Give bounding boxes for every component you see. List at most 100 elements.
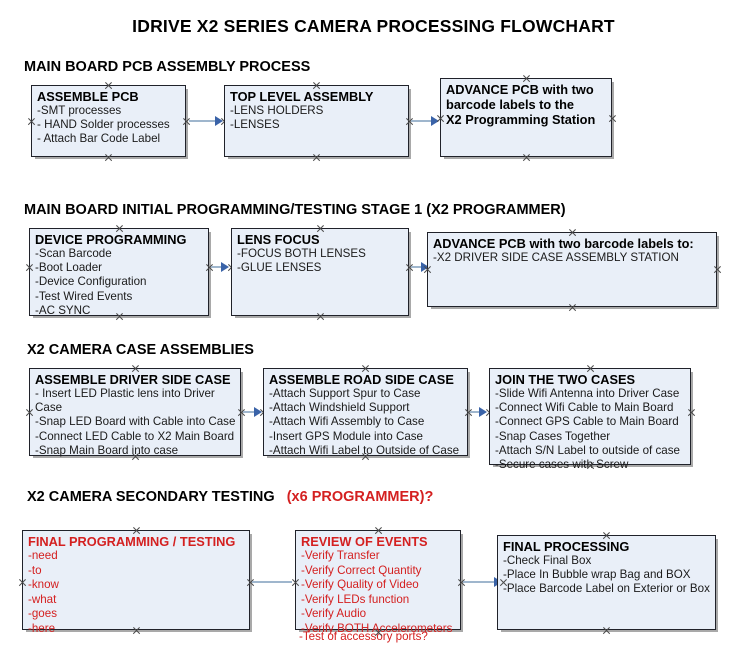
connector-review-to-final-processing[interactable] xyxy=(463,581,497,583)
box-line: -Attach Support Spur to Case xyxy=(269,387,421,400)
box-line: -LENSES xyxy=(230,118,280,132)
selection-handle[interactable] xyxy=(713,265,722,274)
box-line: -Verify Audio xyxy=(301,607,367,621)
selection-handle[interactable] xyxy=(27,117,36,126)
box-title: DEVICE PROGRAMMING xyxy=(35,232,187,247)
box-advance-pcb-programming-station[interactable]: ADVANCE PCB with two barcode labels to t… xyxy=(440,78,612,157)
selection-handle[interactable] xyxy=(586,364,595,373)
selection-handle[interactable] xyxy=(586,461,595,470)
selection-handle[interactable] xyxy=(436,114,445,123)
box-line: -Attach Wifi Label to Outside of Case xyxy=(269,443,460,457)
box-assemble-driver-side-case[interactable]: ASSEMBLE DRIVER SIDE CASE - Insert LED P… xyxy=(29,368,241,457)
box-title: ADVANCE PCB with two xyxy=(446,82,594,97)
box-title: TOP LEVEL ASSEMBLY xyxy=(230,89,374,104)
box-lens-focus[interactable]: LENS FOCUS -FOCUS BOTH LENSES -GLUE LENS… xyxy=(231,228,409,316)
box-final-programming-testing[interactable]: FINAL PROGRAMMING / TESTING -need -to -k… xyxy=(22,530,250,635)
selection-handle[interactable] xyxy=(522,74,531,83)
box-line: -Verify LEDs function xyxy=(301,592,410,606)
selection-handle[interactable] xyxy=(131,364,140,373)
connector-final-programming-to-review[interactable] xyxy=(252,581,292,583)
box-line: -Connect Wifi Cable to Main Board xyxy=(495,401,674,415)
connector-top-level-to-advance-pcb[interactable] xyxy=(411,120,433,122)
selection-handle[interactable] xyxy=(568,303,577,312)
box-line: -Device Configuration xyxy=(35,275,147,289)
box-line: -Test Wired Events xyxy=(35,289,133,303)
box-overflow-line: -Test of accessory ports? xyxy=(299,630,428,643)
selection-handle[interactable] xyxy=(602,626,611,635)
box-title: ASSEMBLE PCB xyxy=(37,89,139,104)
box-line: -Slide Wifi Antenna into Driver Case xyxy=(495,387,680,400)
selection-handle[interactable] xyxy=(499,578,508,587)
selection-handle[interactable] xyxy=(316,312,325,321)
box-line: -Check Final Box xyxy=(503,554,592,567)
arrowhead-icon xyxy=(221,262,229,272)
connector-driver-case-to-road-case[interactable] xyxy=(243,411,257,413)
selection-handle[interactable] xyxy=(374,526,383,535)
box-line: -goes xyxy=(28,607,58,621)
connector-assemble-pcb-to-top-level[interactable] xyxy=(189,120,217,122)
selection-handle[interactable] xyxy=(312,153,321,162)
box-advance-pcb-driver-side[interactable]: ADVANCE PCB with two barcode labels to: … xyxy=(427,232,717,307)
selection-handle[interactable] xyxy=(316,224,325,233)
box-line: -AC SYNC xyxy=(35,303,91,317)
selection-handle[interactable] xyxy=(361,452,370,461)
box-line: -Place In Bubble wrap Bag and BOX xyxy=(503,568,691,582)
box-line: -GLUE LENSES xyxy=(237,261,322,275)
selection-handle[interactable] xyxy=(25,263,34,272)
section-heading-red-text: (x6 PROGRAMMER)? xyxy=(286,489,434,505)
selection-handle[interactable] xyxy=(132,526,141,535)
box-title: REVIEW OF EVENTS xyxy=(301,534,428,549)
box-device-programming[interactable]: DEVICE PROGRAMMING -Scan Barcode -Boot L… xyxy=(29,228,209,317)
box-line: -need xyxy=(28,549,58,562)
box-line: -Attach S/N Label to outside of case xyxy=(495,443,680,457)
selection-handle[interactable] xyxy=(25,408,34,417)
box-line: - Attach Bar Code Label xyxy=(37,132,161,146)
box-line: -Snap Cases Together xyxy=(495,429,611,443)
selection-handle[interactable] xyxy=(522,153,531,162)
selection-handle[interactable] xyxy=(602,531,611,540)
box-assemble-road-side-case[interactable]: ASSEMBLE ROAD SIDE CASE -Attach Support … xyxy=(263,368,468,457)
box-line: - Insert LED Plastic lens into Driver Ca… xyxy=(35,387,215,415)
box-line: -Attach Wifi Assembly to Case xyxy=(269,415,425,429)
selection-handle[interactable] xyxy=(687,408,696,417)
section-heading-main-board-pcb-assembly: MAIN BOARD PCB ASSEMBLY PROCESS xyxy=(24,59,310,75)
selection-handle[interactable] xyxy=(115,224,124,233)
selection-handle[interactable] xyxy=(423,265,432,274)
selection-handle[interactable] xyxy=(568,228,577,237)
section-heading-x2-camera-case-assemblies: X2 CAMERA CASE ASSEMBLIES xyxy=(27,342,254,358)
box-line: -FOCUS BOTH LENSES xyxy=(237,247,366,260)
connector-road-case-to-join-cases[interactable] xyxy=(470,411,482,413)
box-line: -Verify Transfer xyxy=(301,549,380,562)
box-assemble-pcb[interactable]: ASSEMBLE PCB -SMT processes - HAND Solde… xyxy=(31,85,186,157)
selection-handle[interactable] xyxy=(115,312,124,321)
box-line: -X2 DRIVER SIDE CASE ASSEMBLY STATION xyxy=(433,251,679,264)
box-line: -Snap LED Board with Cable into Case xyxy=(35,415,236,429)
selection-handle[interactable] xyxy=(608,114,617,123)
selection-handle[interactable] xyxy=(18,578,27,587)
box-title: ADVANCE PCB with two barcode labels to: xyxy=(433,236,694,251)
connector-device-programming-to-lens-focus[interactable] xyxy=(211,266,223,268)
selection-handle[interactable] xyxy=(361,364,370,373)
box-review-of-events[interactable]: REVIEW OF EVENTS -Verify Transfer -Verif… xyxy=(295,530,461,635)
selection-handle[interactable] xyxy=(374,628,383,637)
selection-handle[interactable] xyxy=(132,626,141,635)
selection-handle[interactable] xyxy=(104,153,113,162)
box-top-level-assembly[interactable]: TOP LEVEL ASSEMBLY -LENS HOLDERS -LENSES xyxy=(224,85,409,157)
box-line: -Connect LED Cable to X2 Main Board xyxy=(35,429,235,443)
box-line: -Snap Main Board into case xyxy=(35,443,179,457)
box-final-processing[interactable]: FINAL PROCESSING -Check Final Box -Place… xyxy=(497,535,716,630)
box-title: ASSEMBLE DRIVER SIDE CASE xyxy=(35,372,231,387)
box-line: -what xyxy=(28,592,57,606)
box-line: -know xyxy=(28,578,59,592)
selection-handle[interactable] xyxy=(131,452,140,461)
selection-handle[interactable] xyxy=(291,578,300,587)
box-join-the-two-cases[interactable]: JOIN THE TWO CASES -Slide Wifi Antenna i… xyxy=(489,368,691,471)
box-title: FINAL PROCESSING xyxy=(503,539,630,554)
box-line: -here xyxy=(28,621,56,635)
selection-handle[interactable] xyxy=(312,81,321,90)
box-line: -Secure cases with Screw xyxy=(495,458,629,472)
page-title: IDRIVE X2 SERIES CAMERA PROCESSING FLOWC… xyxy=(132,16,615,36)
selection-handle[interactable] xyxy=(104,81,113,90)
section-heading-text: X2 CAMERA SECONDARY TESTING xyxy=(27,489,275,505)
